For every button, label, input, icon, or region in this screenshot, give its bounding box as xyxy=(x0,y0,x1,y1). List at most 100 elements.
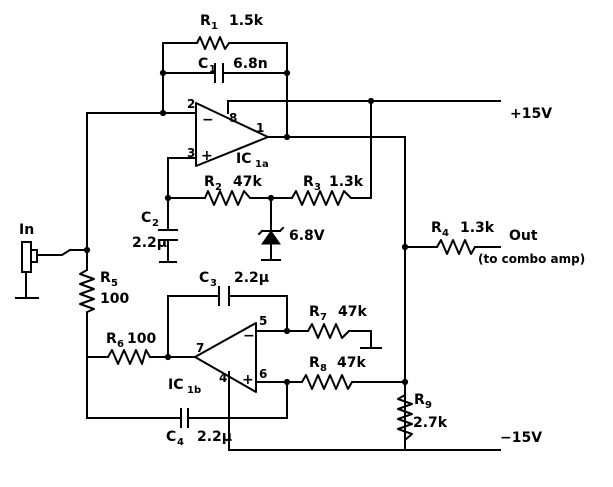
ic1a-out-wire xyxy=(267,136,406,441)
ic1a-pin-2: 2 xyxy=(187,97,195,111)
c2-name: C xyxy=(141,210,151,226)
junctions xyxy=(83,69,409,386)
input-wire xyxy=(36,248,88,271)
vneg-rail xyxy=(228,371,501,451)
junction-dot xyxy=(283,378,291,386)
wires xyxy=(36,42,501,451)
r2-value: 47k xyxy=(233,174,262,190)
r9-sub: 9 xyxy=(425,400,432,411)
c1-capacitor xyxy=(214,63,224,83)
ic1a-opamp xyxy=(162,102,269,167)
r3-name: R xyxy=(303,174,314,190)
r4-resistor xyxy=(436,239,476,255)
r3-sub: 3 xyxy=(314,182,321,193)
c1-value: 6.8n xyxy=(233,56,268,72)
junction-dot xyxy=(367,97,375,105)
r8-resistor xyxy=(301,374,353,390)
r4-sub: 4 xyxy=(442,228,449,239)
r6-sub: 6 xyxy=(117,339,124,350)
ic1b-plus: + xyxy=(242,372,254,388)
r3-value: 1.3k xyxy=(329,174,364,190)
r6-name: R xyxy=(106,331,117,347)
r8-value: 47k xyxy=(337,355,366,371)
c3-sub: 3 xyxy=(210,278,217,289)
ic1a-name: IC xyxy=(236,151,251,167)
r7-name: R xyxy=(309,304,320,320)
r5-resistor xyxy=(79,269,95,313)
c3-capacitor xyxy=(218,286,230,306)
r1-value: 1.5k xyxy=(229,13,264,29)
vpos-label: +15V xyxy=(510,106,552,122)
r9-resistor xyxy=(397,394,413,441)
r8-sub: 8 xyxy=(320,363,327,374)
output-label: Out xyxy=(509,228,538,244)
r9-name: R xyxy=(414,392,425,408)
vneg-label: −15V xyxy=(500,430,542,446)
ic1b-opamp xyxy=(194,322,257,393)
r1-wire xyxy=(162,42,288,138)
r7-sub: 7 xyxy=(320,312,327,323)
r1-resistor xyxy=(196,36,230,50)
r5-name: R xyxy=(100,270,111,286)
r6-value: 100 xyxy=(127,331,156,347)
r7-resistor xyxy=(307,323,350,339)
ic1b-pin-5: 5 xyxy=(259,314,267,328)
junction-dot xyxy=(164,353,172,361)
c4-value: 2.2µ xyxy=(197,429,232,445)
r3-supply-wire xyxy=(350,100,372,199)
junction-dot xyxy=(283,327,291,335)
c4-wire xyxy=(197,381,288,419)
ic1a-noninv-wire xyxy=(167,157,197,231)
zener-value: 6.8V xyxy=(289,228,325,244)
r5-sub: 5 xyxy=(111,278,118,289)
r6-resistor xyxy=(107,349,151,365)
r7-wire xyxy=(255,330,372,349)
r1-sub: 1 xyxy=(211,21,218,32)
c3-wire xyxy=(167,295,288,358)
junction-dot xyxy=(267,194,275,202)
r5-value: 100 xyxy=(100,291,129,307)
c4-capacitor xyxy=(180,408,189,428)
r4-name: R xyxy=(431,220,442,236)
ic1a-sub: 1a xyxy=(255,159,269,170)
junction-dot xyxy=(283,133,291,141)
c3-name: C xyxy=(199,270,209,286)
bias-wire xyxy=(167,197,293,231)
r2-resistor xyxy=(204,190,251,206)
c4-sub: 4 xyxy=(177,437,184,448)
output-note: (to combo amp) xyxy=(478,252,585,266)
ic1a-minus: − xyxy=(202,112,214,128)
c2-value: 2.2µ xyxy=(132,235,167,251)
c4-name: C xyxy=(166,429,176,445)
r9-value: 2.7k xyxy=(413,415,448,431)
junction-dot xyxy=(401,243,409,251)
vpos-rail xyxy=(227,100,501,114)
ic1a-plus: + xyxy=(201,148,213,164)
c2-sub: 2 xyxy=(152,218,159,229)
ic1b-minus: − xyxy=(243,328,255,344)
c1-sub: 1 xyxy=(209,64,216,75)
input-jack-icon xyxy=(15,241,39,299)
zener-diode-icon xyxy=(257,226,285,261)
junction-dot xyxy=(159,69,167,77)
ic1b-pin-4: 4 xyxy=(219,371,227,385)
r1-name: R xyxy=(200,13,211,29)
ic1a-pin-1: 1 xyxy=(256,121,264,135)
ic1b-pin-6: 6 xyxy=(259,367,267,381)
input-label: In xyxy=(19,222,34,238)
c2-capacitor xyxy=(158,229,178,241)
r4-value: 1.3k xyxy=(460,220,495,236)
r2-name: R xyxy=(204,174,215,190)
junction-dot xyxy=(83,246,91,254)
r3-resistor xyxy=(291,190,352,206)
ic1b-name: IC xyxy=(168,377,183,393)
r5-node-wire xyxy=(86,112,182,419)
ic1b-sub: 1b xyxy=(187,385,201,396)
r8-name: R xyxy=(309,355,320,371)
ic1a-pin-3: 3 xyxy=(187,146,195,160)
ic1a-pin-8: 8 xyxy=(229,111,237,125)
ic1b-pin-7: 7 xyxy=(196,341,204,355)
r7-value: 47k xyxy=(338,304,367,320)
junction-dot xyxy=(164,194,172,202)
